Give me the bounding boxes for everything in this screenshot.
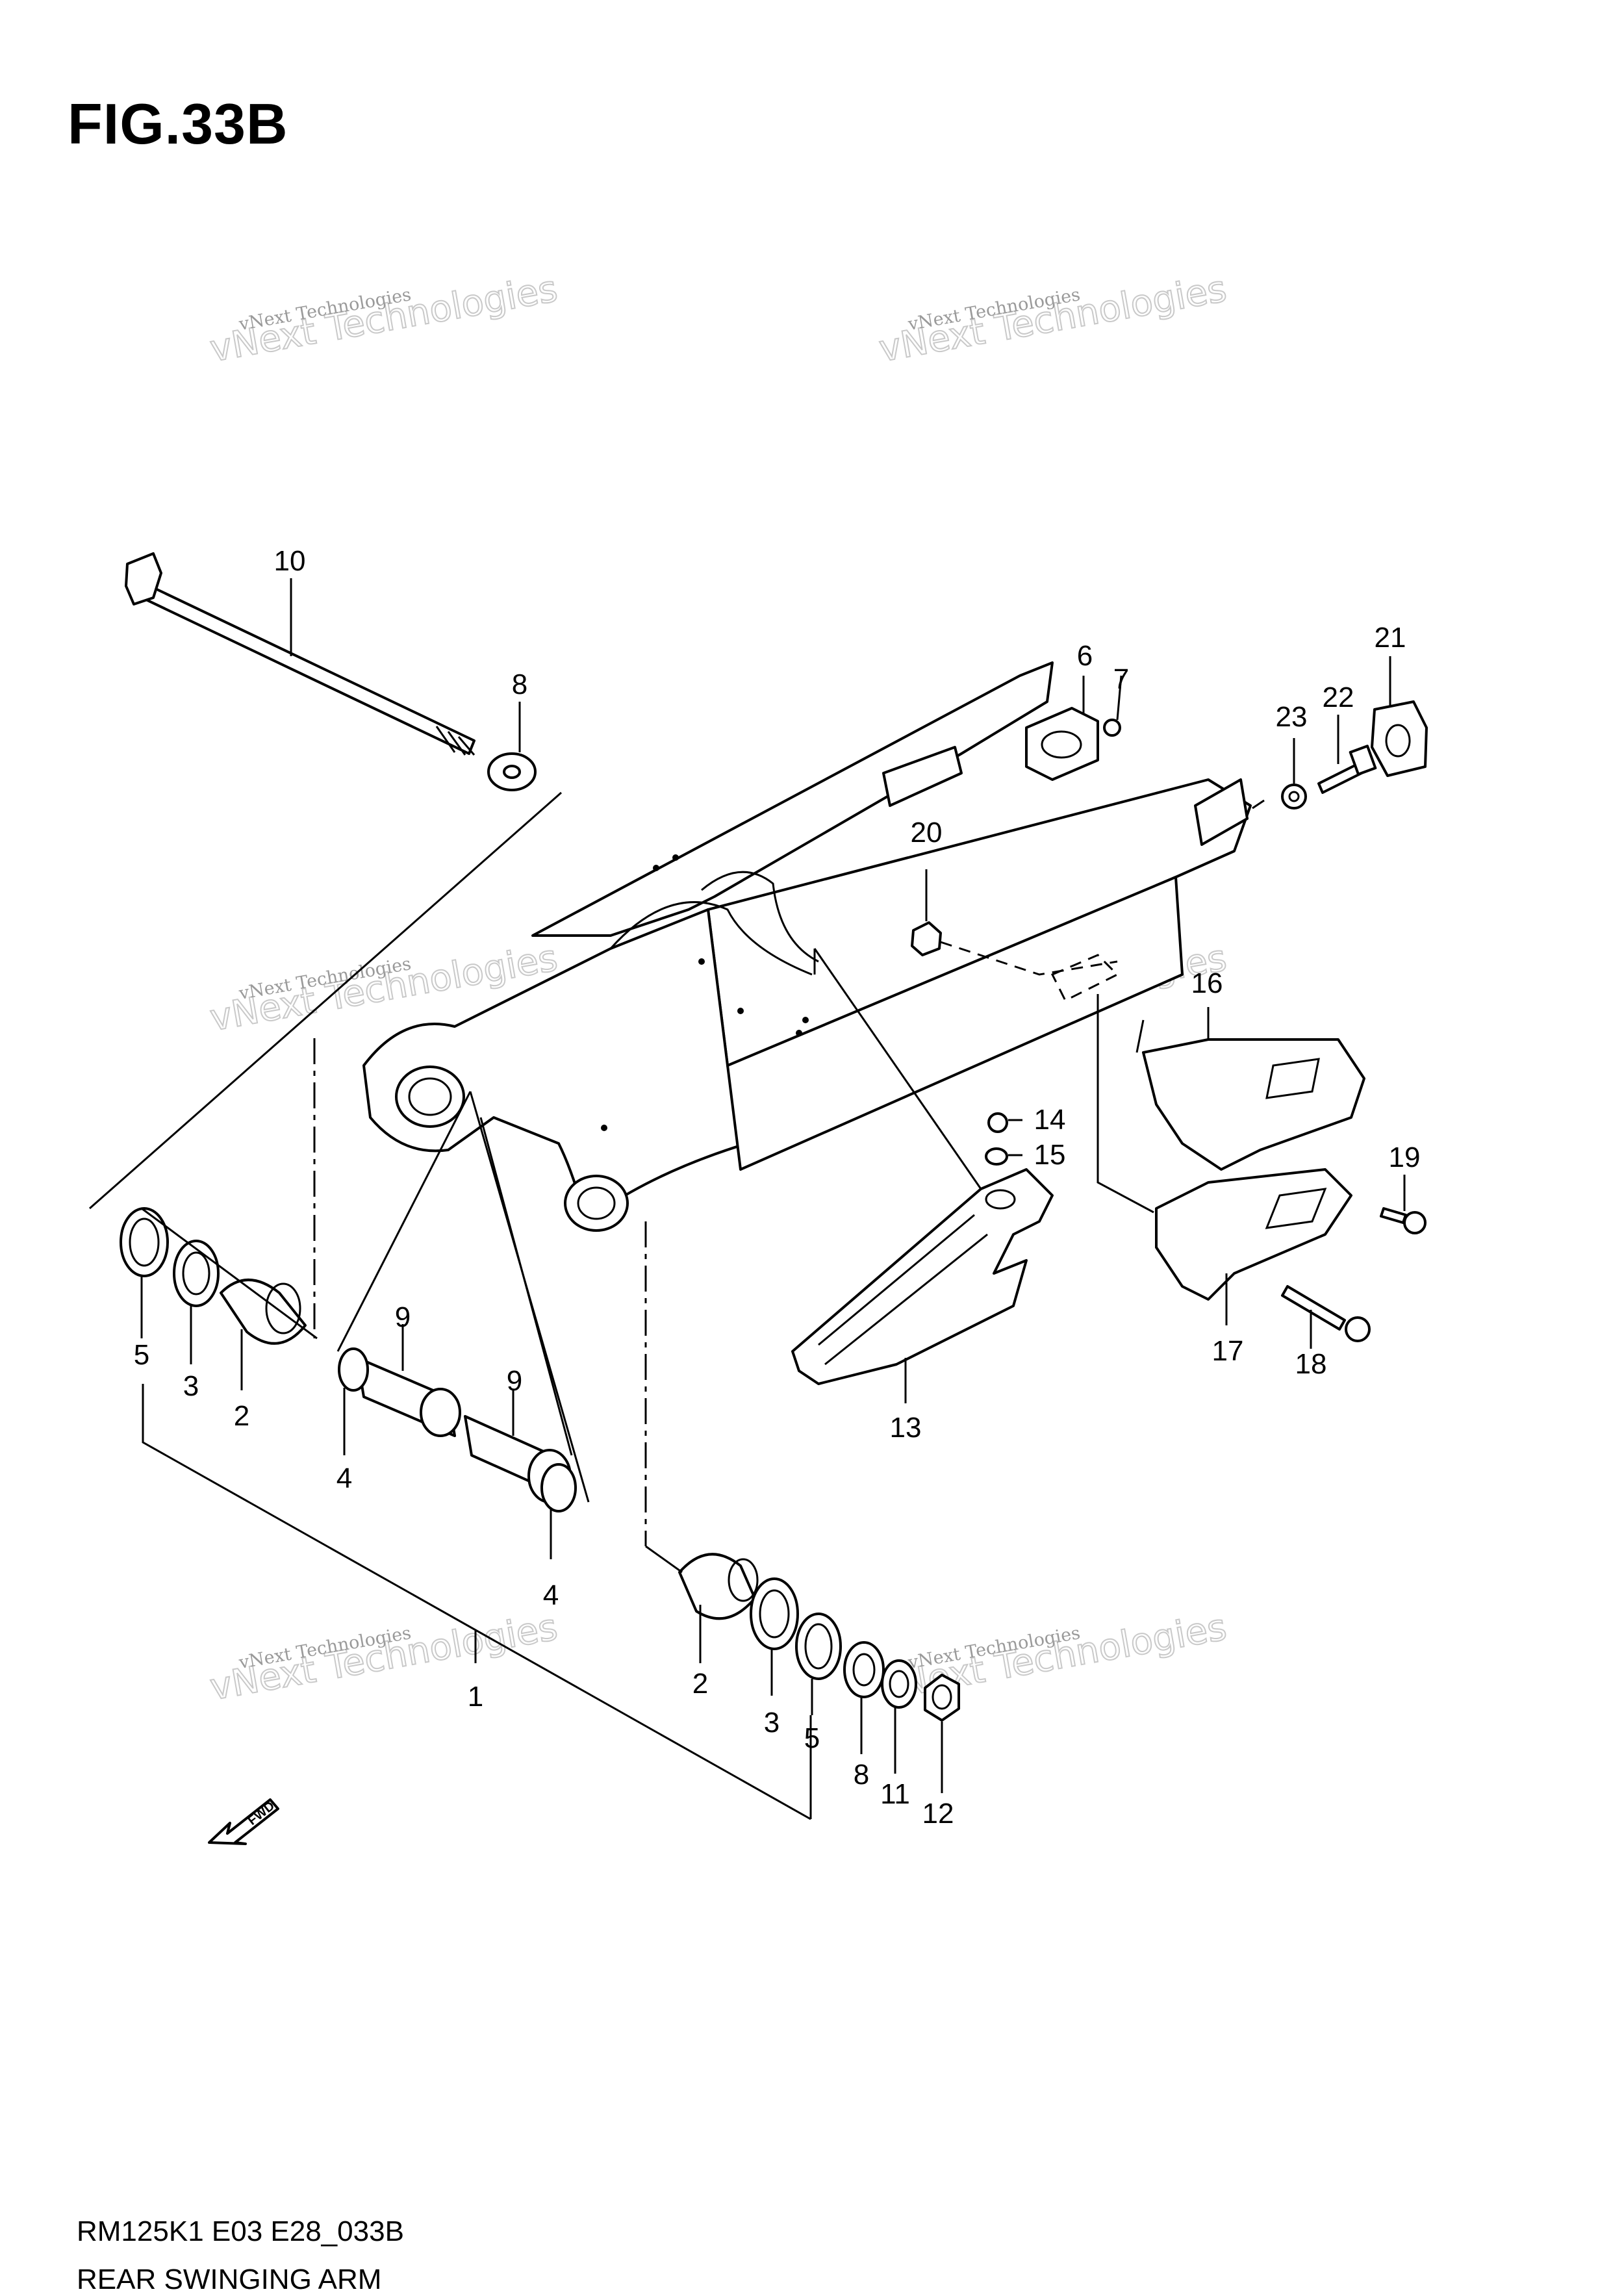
spacer-9-upper	[356, 1324, 461, 1437]
washer-11	[881, 1659, 917, 1774]
chain-adjuster-plate-6	[1025, 676, 1099, 781]
watermark-bottom-left: vNext Technologies vNext Technologies	[207, 1605, 561, 1709]
seal-4-upper	[338, 1347, 369, 1455]
screw-7	[1103, 675, 1123, 737]
callout-22: 22	[1323, 682, 1354, 713]
callout-12: 12	[922, 1798, 954, 1830]
callout-3-left: 3	[183, 1370, 199, 1402]
seal-5-right	[795, 1613, 842, 1715]
bearing-2-right	[678, 1553, 759, 1663]
guide-lines	[89, 791, 1265, 1820]
callout-2-right: 2	[692, 1668, 708, 1700]
nut-20	[911, 869, 942, 956]
washer-8-right	[843, 1641, 885, 1754]
washer-8-top	[487, 702, 537, 791]
washer-23	[1281, 738, 1307, 810]
callout-4-lower: 4	[543, 1579, 559, 1611]
washer-3-right	[750, 1577, 799, 1696]
callout-20: 20	[911, 817, 943, 848]
callout-8-top: 8	[512, 669, 527, 700]
callout-7: 7	[1113, 663, 1129, 695]
callout-9-upper: 9	[395, 1301, 411, 1333]
callout-1: 1	[468, 1681, 483, 1713]
diagram-name: REAR SWINGING ARM	[77, 2264, 382, 2295]
callout-8-right: 8	[854, 1759, 869, 1791]
callout-3-right: 3	[764, 1707, 780, 1739]
nut-12	[924, 1674, 960, 1793]
callout-2-left: 2	[234, 1400, 249, 1432]
callout-21: 21	[1375, 622, 1406, 654]
callout-15: 15	[1034, 1139, 1066, 1171]
callout-18: 18	[1295, 1348, 1327, 1380]
callout-6: 6	[1077, 640, 1093, 672]
callout-11: 11	[880, 1778, 910, 1810]
end-cap-21	[1371, 656, 1428, 777]
bolt-22	[1317, 715, 1377, 794]
callout-5-right: 5	[804, 1722, 820, 1754]
callout-9-lower: 9	[507, 1365, 522, 1397]
pivot-shaft	[125, 552, 476, 756]
chain-guide-16-17	[1142, 1007, 1365, 1325]
callout-19: 19	[1389, 1142, 1421, 1173]
swing-arm	[362, 661, 1252, 1232]
callout-14: 14	[1034, 1104, 1066, 1136]
callout-10: 10	[274, 545, 306, 577]
bolt-18	[1281, 1285, 1371, 1349]
forward-arrow-icon: FWD	[208, 1798, 279, 1845]
bearing-2-left	[220, 1279, 307, 1390]
seal-5-left	[120, 1207, 169, 1338]
callout-17: 17	[1212, 1335, 1244, 1367]
washer-15	[985, 1147, 1022, 1166]
model-code: RM125K1 E03 E28_033B	[77, 2215, 404, 2247]
bolt-19	[1380, 1175, 1427, 1234]
watermark-top-left: vNext Technologies vNext Technologies	[207, 267, 561, 371]
chain-slider-13	[791, 1168, 1054, 1403]
callout-23: 23	[1276, 701, 1308, 733]
callout-5-left: 5	[134, 1339, 149, 1371]
seal-4-lower	[540, 1463, 577, 1559]
figure-title: FIG.33B	[68, 92, 288, 156]
screw-14	[987, 1112, 1022, 1133]
watermark-top-center: vNext Technologies vNext Technologies	[876, 267, 1230, 371]
callout-4-upper: 4	[336, 1462, 352, 1494]
callout-labels: 10 8 6 7 21 22 23 20 16 14 15 19 17 18 1…	[134, 545, 1421, 1830]
callout-13: 13	[890, 1412, 922, 1444]
callout-16: 16	[1191, 967, 1223, 999]
